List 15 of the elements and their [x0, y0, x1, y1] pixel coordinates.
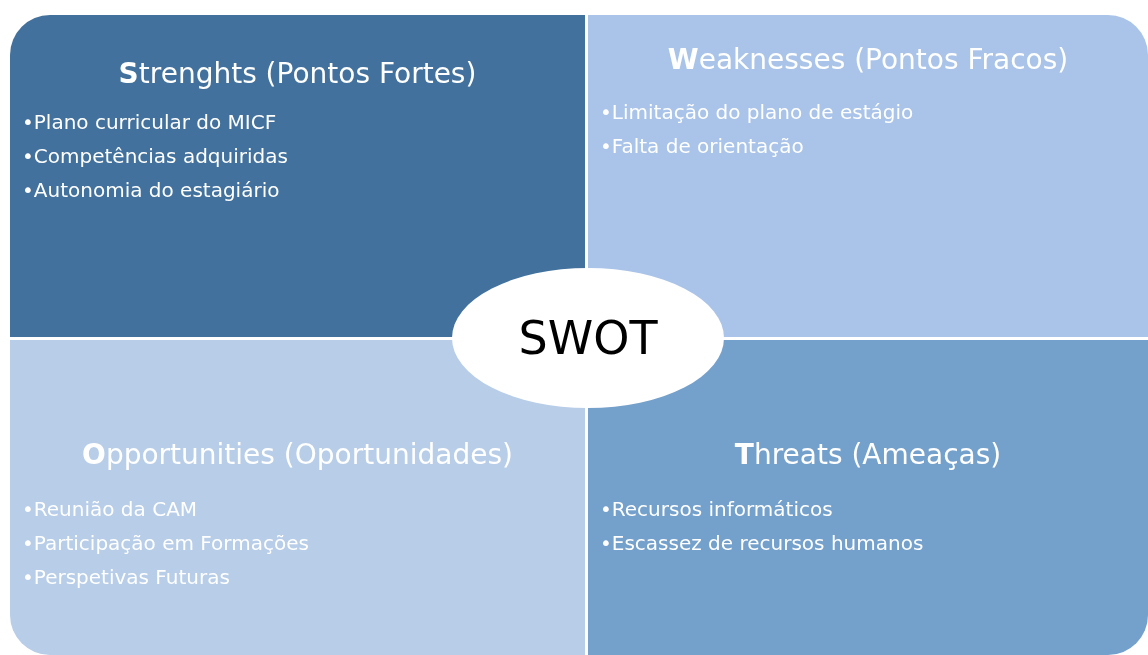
- bullet-item: •Reunião da CAM: [22, 496, 199, 523]
- center-label: SWOT: [518, 311, 658, 365]
- quadrant-heading: Strenghts (Pontos Fortes): [117, 57, 478, 90]
- bullet-item: •Plano curricular do MICF: [22, 109, 278, 136]
- bullet-item: •Limitação do plano de estágio: [600, 99, 914, 126]
- bullet-item: •Participação em Formações: [22, 530, 309, 557]
- bullet-item: •Falta de orientação: [600, 133, 805, 160]
- bullet-item: •Recursos informáticos: [600, 496, 834, 523]
- quadrant-heading: Opportunities (Oportunidades): [81, 438, 514, 471]
- bullet-item: •Perspetivas Futuras: [22, 564, 231, 591]
- bullet-item: •Escassez de recursos humanos: [600, 530, 924, 557]
- bullet-item: •Autonomia do estagiário: [22, 177, 281, 204]
- bullet-item: •Competências adquiridas: [22, 143, 288, 170]
- quadrant-heading: Weaknesses (Pontos Fracos): [666, 43, 1070, 76]
- quadrant-heading: Threats (Ameaças): [733, 438, 1003, 471]
